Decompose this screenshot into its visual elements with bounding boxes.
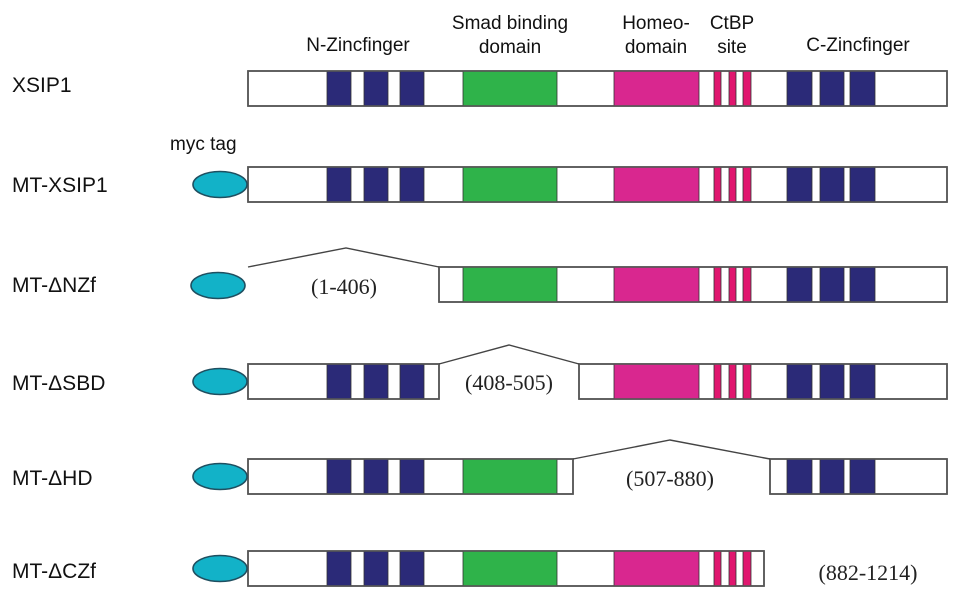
construct-label-xsip1: XSIP1: [12, 74, 72, 97]
construct-4-n-zincfinger-1: [326, 458, 352, 495]
construct-0-homeodomain: [613, 70, 700, 107]
construct-4-c-zincfinger-2: [819, 458, 845, 495]
construct-3-ctbp-site-2: [728, 363, 737, 400]
construct-labels: XSIP1 MT-XSIP1 MT-ΔNZf MT-ΔSBD MT-ΔHD MT…: [12, 74, 108, 583]
construct-4-myc-tag-oval: [192, 462, 248, 491]
deletion-range-czf: (882-1214): [819, 560, 918, 585]
construct-3-homeodomain: [613, 363, 700, 400]
construct-0-c-zincfinger-1: [786, 70, 813, 107]
construct-2-c-zincfinger-3: [849, 266, 876, 303]
construct-0-n-zincfinger-1: [326, 70, 352, 107]
construct-3-segment-outline-0: [247, 363, 440, 400]
deletion-ranges: (1-406) (408-505) (507-880) (882-1214): [311, 274, 917, 585]
construct-0-ctbp-site-1: [713, 70, 722, 107]
construct-2-c-zincfinger-1: [786, 266, 813, 303]
construct-2-myc-tag-oval: [190, 271, 246, 300]
construct-3-c-zincfinger-2: [819, 363, 845, 400]
construct-4-c-zincfinger-3: [849, 458, 876, 495]
construct-0-c-zincfinger-3: [849, 70, 876, 107]
construct-2-homeodomain: [613, 266, 700, 303]
construct-5-n-zincfinger-1: [326, 550, 352, 587]
construct-0-segment-outline-0: [247, 70, 948, 107]
myc-tag-label: myc tag: [170, 134, 237, 155]
construct-4-n-zincfinger-3: [399, 458, 425, 495]
construct-3-myc-tag-oval: [192, 367, 248, 396]
construct-4-deletion-line: [572, 439, 771, 460]
header-n-zincfinger: N-Zincfinger: [306, 35, 410, 56]
construct-2-deletion-line: [247, 247, 440, 268]
construct-3-segment-outline-1: [578, 363, 948, 400]
construct-2-ctbp-site-1: [713, 266, 722, 303]
construct-5-myc-tag-oval: [192, 554, 248, 583]
header-homeodomain-line1: Homeo-: [622, 13, 690, 34]
construct-5-smad-binding-domain: [462, 550, 558, 587]
construct-label-mt-dczf: MT-ΔCZf: [12, 560, 96, 583]
construct-3-n-zincfinger-2: [363, 363, 389, 400]
construct-5-n-zincfinger-3: [399, 550, 425, 587]
construct-0-n-zincfinger-3: [399, 70, 425, 107]
header-homeodomain-line2: domain: [625, 37, 687, 58]
construct-label-mt-xsip1: MT-XSIP1: [12, 174, 108, 197]
construct-2-ctbp-site-2: [728, 266, 737, 303]
construct-0-c-zincfinger-2: [819, 70, 845, 107]
construct-2-c-zincfinger-2: [819, 266, 845, 303]
construct-4-segment-outline-1: [769, 458, 948, 495]
construct-1-homeodomain: [613, 166, 700, 203]
construct-3-deletion-line: [438, 344, 580, 365]
construct-1-n-zincfinger-3: [399, 166, 425, 203]
construct-3-n-zincfinger-1: [326, 363, 352, 400]
deletion-range-nzf: (1-406): [311, 274, 377, 299]
construct-3-ctbp-site-3: [742, 363, 752, 400]
construct-1-ctbp-site-3: [742, 166, 752, 203]
construct-5-homeodomain: [613, 550, 700, 587]
header-ctbp-line2: site: [717, 37, 747, 58]
construct-1-c-zincfinger-1: [786, 166, 813, 203]
construct-1-n-zincfinger-1: [326, 166, 352, 203]
construct-shapes: [190, 70, 948, 587]
header-ctbp-line1: CtBP: [710, 13, 754, 34]
construct-5-n-zincfinger-2: [363, 550, 389, 587]
construct-1-myc-tag-oval: [192, 170, 248, 199]
domain-headers: N-Zincfinger Smad binding domain Homeo- …: [306, 13, 910, 58]
header-c-zincfinger: C-Zincfinger: [806, 35, 910, 56]
construct-4-n-zincfinger-2: [363, 458, 389, 495]
construct-1-ctbp-site-2: [728, 166, 737, 203]
construct-label-mt-dhd: MT-ΔHD: [12, 467, 93, 490]
construct-3-n-zincfinger-3: [399, 363, 425, 400]
construct-0-ctbp-site-2: [728, 70, 737, 107]
construct-1-c-zincfinger-2: [819, 166, 845, 203]
construct-4-c-zincfinger-1: [786, 458, 813, 495]
deletion-range-hd: (507-880): [626, 466, 714, 491]
construct-1-c-zincfinger-3: [849, 166, 876, 203]
construct-0-smad-binding-domain: [462, 70, 558, 107]
construct-5-ctbp-site-1: [713, 550, 722, 587]
construct-5-ctbp-site-3: [742, 550, 752, 587]
construct-5-segment-outline-0: [247, 550, 765, 587]
construct-3-ctbp-site-1: [713, 363, 722, 400]
construct-2-smad-binding-domain: [462, 266, 558, 303]
construct-1-segment-outline-0: [247, 166, 948, 203]
header-smad-binding-line1: Smad binding: [452, 13, 568, 34]
construct-label-mt-dsbd: MT-ΔSBD: [12, 372, 105, 395]
deletion-range-sbd: (408-505): [465, 370, 553, 395]
construct-2-segment-outline-0: [438, 266, 948, 303]
construct-0-ctbp-site-3: [742, 70, 752, 107]
construct-5-ctbp-site-2: [728, 550, 737, 587]
construct-1-ctbp-site-1: [713, 166, 722, 203]
construct-2-ctbp-site-3: [742, 266, 752, 303]
construct-label-mt-dnzf: MT-ΔNZf: [12, 274, 96, 297]
construct-1-n-zincfinger-2: [363, 166, 389, 203]
construct-4-smad-binding-domain: [462, 458, 558, 495]
construct-4-segment-outline-0: [247, 458, 574, 495]
header-smad-binding-line2: domain: [479, 37, 541, 58]
construct-3-c-zincfinger-1: [786, 363, 813, 400]
construct-3-c-zincfinger-3: [849, 363, 876, 400]
construct-1-smad-binding-domain: [462, 166, 558, 203]
construct-0-n-zincfinger-2: [363, 70, 389, 107]
